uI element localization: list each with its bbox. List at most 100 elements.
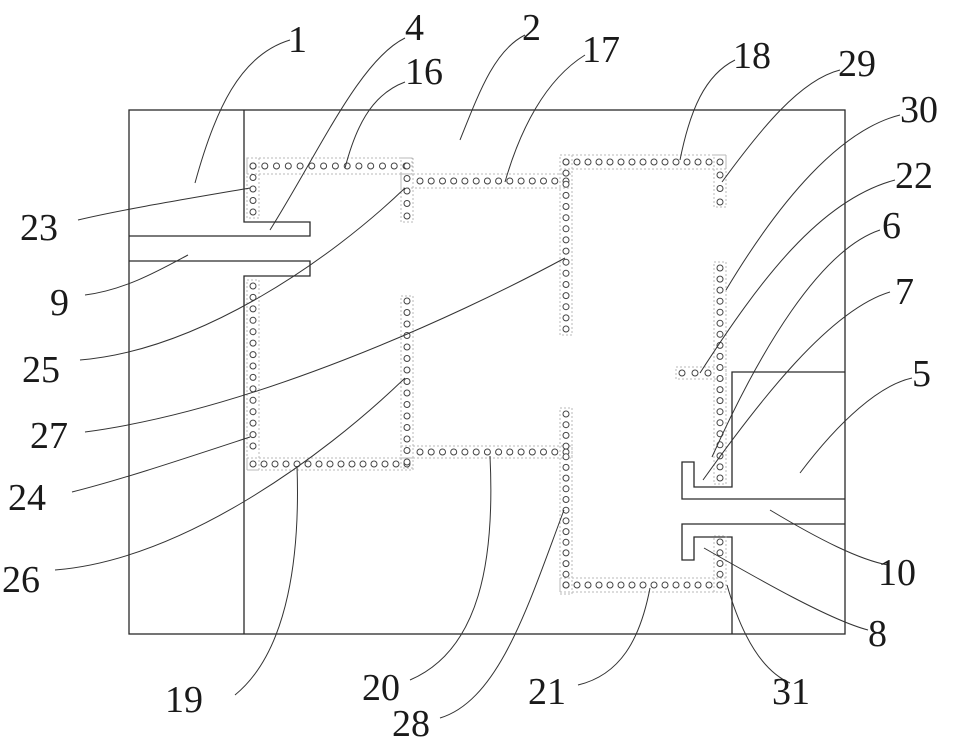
label-6: 6: [882, 205, 901, 247]
via-hole: [250, 352, 256, 358]
via-hole: [484, 449, 490, 455]
via-hole: [717, 199, 723, 205]
via-hole: [305, 461, 311, 467]
via-hole: [297, 163, 303, 169]
via-hole: [360, 461, 366, 467]
via-hole: [285, 163, 291, 169]
via-band-16: [247, 158, 412, 174]
via-hole: [717, 320, 723, 326]
via-hole: [404, 425, 410, 431]
via-row-23: [250, 163, 256, 215]
via-hole: [640, 582, 646, 588]
via-hole: [404, 321, 410, 327]
leader-26: [55, 378, 405, 570]
via-hole: [563, 432, 569, 438]
via-row-20: [417, 449, 569, 455]
via-hole: [404, 390, 410, 396]
via-hole: [679, 370, 685, 376]
via-hole: [250, 374, 256, 380]
via-row-18: [563, 159, 723, 165]
via-hole: [250, 363, 256, 369]
via-hole: [692, 370, 698, 376]
via-hole: [563, 181, 569, 187]
via-hole: [695, 159, 701, 165]
label-28: 28: [392, 703, 430, 744]
via-hole: [382, 461, 388, 467]
via-row-31: [717, 539, 723, 588]
via-hole: [529, 178, 535, 184]
via-hole: [717, 309, 723, 315]
via-hole: [272, 461, 278, 467]
via-hole: [717, 298, 723, 304]
via-hole: [563, 304, 569, 310]
via-hole: [391, 163, 397, 169]
via-hole: [717, 159, 723, 165]
via-hole: [404, 163, 410, 169]
via-hole: [717, 561, 723, 567]
via-hole: [327, 461, 333, 467]
via-hole: [607, 159, 613, 165]
label-24: 24: [8, 477, 46, 519]
via-hole: [518, 449, 524, 455]
via-hole: [417, 178, 423, 184]
via-row-24: [250, 283, 256, 449]
via-hole: [321, 163, 327, 169]
via-band-outlines: [247, 155, 726, 594]
via-hole: [404, 213, 410, 219]
via-hole: [541, 178, 547, 184]
via-hole: [717, 172, 723, 178]
leader-1: [195, 40, 290, 183]
via-hole: [563, 539, 569, 545]
via-hole: [574, 159, 580, 165]
via-hole: [368, 163, 374, 169]
label-23: 23: [20, 207, 58, 249]
via-hole: [662, 582, 668, 588]
via-hole: [629, 582, 635, 588]
right-port-upper: [682, 372, 845, 499]
via-hole: [404, 367, 410, 373]
via-hole: [404, 176, 410, 182]
via-hole: [404, 448, 410, 454]
via-hole: [404, 188, 410, 194]
leader-6: [712, 230, 880, 457]
leader-17: [505, 55, 585, 182]
via-row-21: [563, 582, 723, 588]
via-hole: [717, 464, 723, 470]
via-hole: [673, 159, 679, 165]
via-hole: [529, 449, 535, 455]
via-hole: [563, 486, 569, 492]
label-9: 9: [50, 282, 69, 324]
label-21: 21: [528, 671, 566, 713]
via-hole: [404, 459, 410, 465]
via-hole: [563, 518, 569, 524]
via-hole: [706, 159, 712, 165]
via-hole: [518, 178, 524, 184]
via-row-16: [250, 163, 409, 169]
via-hole: [563, 315, 569, 321]
via-hole: [250, 340, 256, 346]
via-hole: [404, 413, 410, 419]
via-hole: [717, 287, 723, 293]
via-hole: [404, 298, 410, 304]
via-hole: [563, 192, 569, 198]
via-row-30: [717, 265, 723, 481]
right-port-lower: [682, 524, 845, 634]
via-hole: [262, 163, 268, 169]
via-hole: [440, 178, 446, 184]
via-hole: [596, 159, 602, 165]
via-hole: [250, 163, 256, 169]
via-hole: [563, 215, 569, 221]
leader-10: [770, 510, 888, 565]
leader-4: [270, 38, 405, 230]
via-hole: [585, 582, 591, 588]
via-hole: [496, 178, 502, 184]
via-hole: [695, 582, 701, 588]
via-hole: [717, 331, 723, 337]
via-hole: [596, 582, 602, 588]
via-row-17: [417, 178, 569, 184]
via-hole: [563, 259, 569, 265]
via-hole: [563, 170, 569, 176]
via-hole: [563, 282, 569, 288]
